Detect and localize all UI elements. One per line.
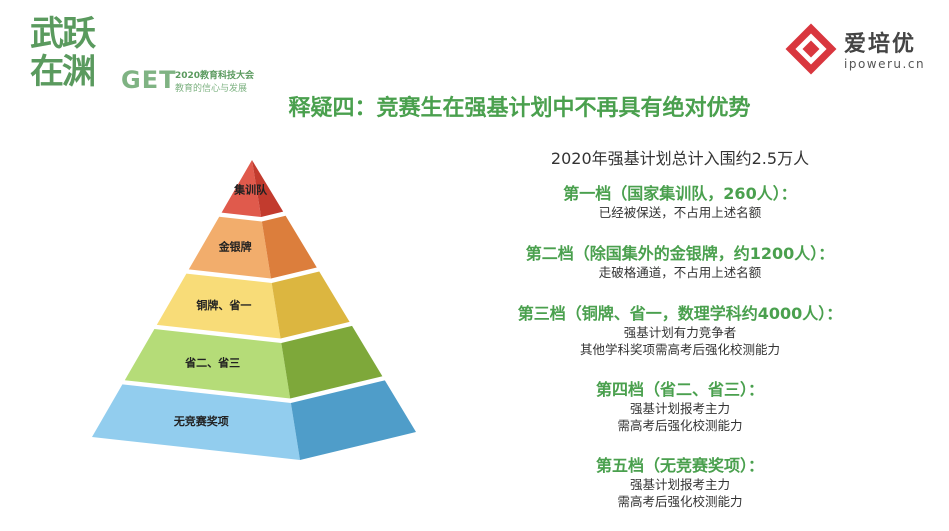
logo-brush-text: 武跃在渊 xyxy=(30,14,96,92)
level-block: 第二档（除国集外的金银牌，约1200人）： 走破格通道，不占用上述名额 xyxy=(440,240,920,281)
level-description: 强基计划有力竞争者 xyxy=(623,325,737,340)
pyramid-tier-front xyxy=(156,273,281,339)
logo-brand: 爱培优 xyxy=(844,32,917,57)
logo-conference: 2020教育科技大会 xyxy=(175,71,255,81)
summary-text: 2020年强基计划总计入围约2.5万人 xyxy=(550,149,810,168)
pyramid-tier-label: 省二、省三 xyxy=(184,356,240,370)
pyramid-tier-side xyxy=(261,215,317,279)
pyramid-tier-front xyxy=(221,160,262,217)
pyramid-tier-side xyxy=(252,160,284,217)
level-block: 第四档（省二、省三）： 强基计划报考主力需高考后强化校测能力 xyxy=(440,376,920,434)
level-description: 已经被保送，不占用上述名额 xyxy=(598,205,762,220)
level-title: 第一档（国家集训队，260人）： xyxy=(563,184,797,203)
conference-logo: 武跃在渊 GET 2020教育科技大会 教育的信心与发展 xyxy=(20,15,270,115)
level-description: 需高考后强化校测能力 xyxy=(617,418,743,433)
logo-get: GET xyxy=(121,66,177,94)
level-title: 第五档（无竞赛奖项）： xyxy=(595,456,764,475)
logo-url: ipoweru.cn xyxy=(844,57,926,71)
pyramid-tier-front xyxy=(124,328,291,399)
pyramid-tier-side xyxy=(281,325,383,399)
level-title: 第三档（铜牌、省一，数理学科约4000人）： xyxy=(517,304,843,323)
pyramid-tier-front xyxy=(92,384,300,460)
level-block: 第一档（国家集训队，260人）： 已经被保送，不占用上述名额 xyxy=(440,180,920,221)
pyramid-tier-side xyxy=(271,271,350,339)
slide-title: 释疑四：竞赛生在强基计划中不再具有绝对优势 xyxy=(288,96,751,121)
level-description: 走破格通道，不占用上述名额 xyxy=(598,265,762,280)
pyramid-tier-label: 金银牌 xyxy=(218,240,252,254)
pyramid-tier-label: 铜牌、省一 xyxy=(195,298,251,312)
logo-slogan: 教育的信心与发展 xyxy=(175,84,248,94)
pyramid-tier-label: 集训队 xyxy=(233,182,268,196)
level-description: 其他学科奖项需高考后强化校测能力 xyxy=(579,342,780,357)
pyramid-tier-label: 无竞赛奖项 xyxy=(173,414,229,428)
level-block: 第五档（无竞赛奖项）： 强基计划报考主力需高考后强化校测能力 xyxy=(440,452,920,510)
level-title: 第二档（除国集外的金银牌，约1200人）： xyxy=(525,244,835,263)
logo-diamond-icon xyxy=(785,23,837,75)
pyramid-tier-front xyxy=(188,216,271,279)
level-description: 强基计划报考主力 xyxy=(629,477,730,492)
pyramid-tier-side xyxy=(290,380,416,460)
level-block: 第三档（铜牌、省一，数理学科约4000人）： 强基计划有力竞争者其他学科奖项需高考… xyxy=(440,300,920,358)
level-description: 强基计划报考主力 xyxy=(629,401,730,416)
level-description: 需高考后强化校测能力 xyxy=(617,494,743,509)
level-title: 第四档（省二、省三）： xyxy=(595,380,764,399)
ipoweru-logo: 爱培优 ipoweru.cn xyxy=(782,20,942,80)
